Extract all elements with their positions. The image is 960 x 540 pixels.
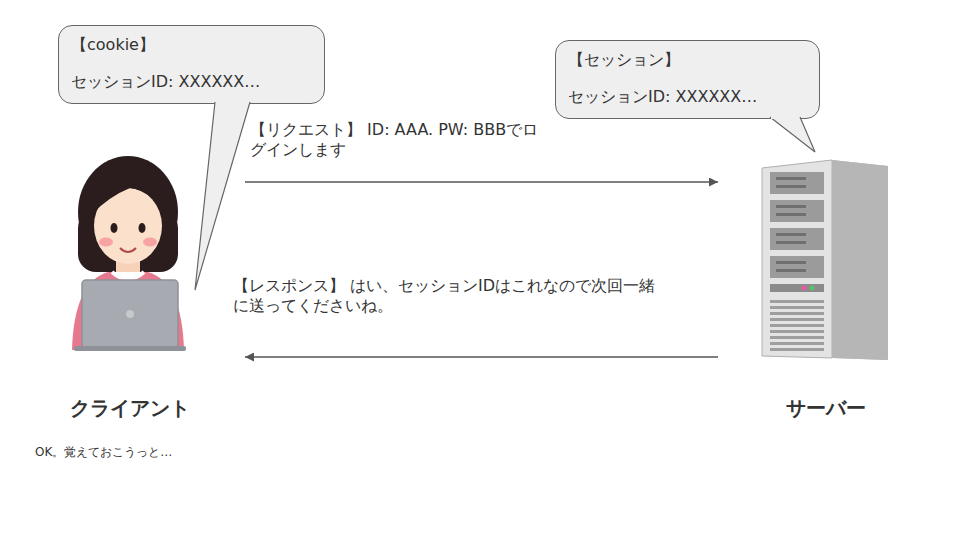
bubble-tail-outline [770,117,815,152]
note-text: OK。覚えておこうっと… [35,444,172,461]
cookie-bubble: 【cookie】セッションID: XXXXXX… [58,25,325,104]
bubble-tail-joint [771,115,799,119]
client-node: クライアント [40,150,245,422]
message-arrow [245,181,718,183]
bubble-text: セッションID: XXXXXX… [71,72,312,93]
bubble-tail-outline [195,102,250,290]
session-bubble: 【セッション】セッションID: XXXXXX… [555,40,820,119]
actor-label: サーバー [718,395,903,422]
client-person [72,156,186,351]
message-label: 【リクエスト】 ID: AAA. PW: BBBでログインします [250,120,550,160]
bubble-tail-joint [216,100,249,104]
message-label: 【レスポンス】 はい、セッションIDはこれなので次回一緒に送ってくださいね。 [233,276,663,316]
bubble-tail [59,26,60,27]
server-node: サーバー [718,150,903,422]
actor-label: クライアント [40,395,245,422]
bubble-heading: 【セッション】 [568,50,807,71]
bubble-text: セッションID: XXXXXX… [568,87,807,108]
bubble-tail [556,41,557,42]
message-arrow [245,356,718,358]
server-machine [762,160,888,360]
bubble-heading: 【cookie】 [71,35,312,56]
